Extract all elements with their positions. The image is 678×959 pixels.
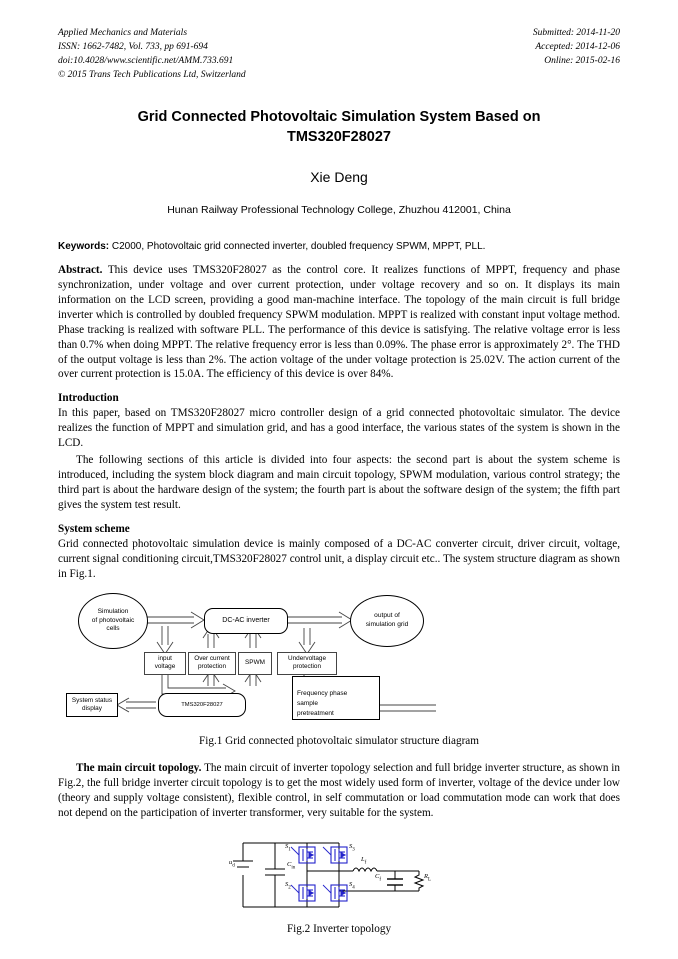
node-mcu-tms320f28027: TMS320F28027 xyxy=(158,692,246,717)
introduction-paragraph-2: The following sections of this article i… xyxy=(58,454,620,512)
label-input-capacitor: Cin xyxy=(287,860,296,871)
node-undervoltage-protection-label: Undervoltage protection xyxy=(287,655,326,671)
label-switch-s1: S1 xyxy=(285,842,291,853)
figure-2-inverter-topology: ud Cin S1 S3 S2 S4 Lf Cf RL xyxy=(229,831,449,917)
label-source-voltage: ud xyxy=(229,858,235,869)
node-dc-ac-inverter: DC-AC inverter xyxy=(204,607,288,634)
journal-header-right: Submitted: 2014-11-20 Accepted: 2014-12-… xyxy=(533,26,620,68)
node-spwm-label: SPWM xyxy=(245,659,265,667)
date-accepted: Accepted: 2014-12-06 xyxy=(535,42,620,53)
figure-1-caption: Fig.1 Grid connected photovoltaic simula… xyxy=(199,734,479,747)
introduction-paragraph-1: In this paper, based on TMS320F28027 mic… xyxy=(58,407,620,450)
main-topology-runin-heading: The main circuit topology. xyxy=(76,761,202,774)
label-switch-s3: S3 xyxy=(349,842,355,853)
label-filter-capacitor: Cf xyxy=(375,872,382,883)
keywords-line: Keywords: C2000, Photovoltaic grid conne… xyxy=(58,240,620,254)
node-over-current-protection-label: Over current protection xyxy=(194,655,230,671)
journal-header: Applied Mechanics and Materials ISSN: 16… xyxy=(58,26,620,82)
node-grid-output-label: output of simulation grid xyxy=(365,612,409,628)
node-input-voltage-label: input voltage xyxy=(154,655,176,671)
label-switch-s4: S4 xyxy=(349,880,355,891)
node-frequency-phase-sample: Frequency phase sample pretreatment xyxy=(292,675,380,720)
title-line-1: Grid Connected Photovoltaic Simulation S… xyxy=(137,109,541,126)
node-dc-ac-inverter-label: DC-AC inverter xyxy=(222,617,270,625)
date-submitted: Submitted: 2014-11-20 xyxy=(532,28,620,38)
journal-copyright: © 2015 Trans Tech Publications Ltd, Swit… xyxy=(58,70,246,81)
journal-issn: ISSN: 1662-7482, Vol. 733, pp 691-694 xyxy=(58,42,208,53)
journal-name: Applied Mechanics and Materials xyxy=(58,28,188,38)
node-over-current-protection: Over current protection xyxy=(188,651,236,675)
section-heading-introduction: Introduction xyxy=(58,392,119,405)
keywords-text: C2000, Photovoltaic grid connected inver… xyxy=(109,241,486,253)
journal-header-left: Applied Mechanics and Materials ISSN: 16… xyxy=(58,26,246,82)
label-switch-s2: S2 xyxy=(285,880,291,891)
system-scheme-paragraph-1: Grid connected photovoltaic simulation d… xyxy=(58,538,620,581)
author-name: Xie Deng xyxy=(310,169,368,186)
mosfet-symbols xyxy=(290,846,348,902)
main-topology-paragraph: The main circuit topology. The main circ… xyxy=(58,761,620,821)
label-load-resistor: RL xyxy=(424,872,432,883)
figure-2-circuit xyxy=(233,842,425,908)
abstract-paragraph: Abstract. This device uses TMS320F28027 … xyxy=(58,263,620,383)
title-line-2: TMS320F28027 xyxy=(287,128,391,145)
node-grid-output: output of simulation grid xyxy=(350,594,424,647)
section-heading-system-scheme: System scheme xyxy=(58,523,130,536)
node-system-status-display: System status display xyxy=(66,692,118,717)
date-online: Online: 2015-02-16 xyxy=(544,56,620,67)
label-filter-inductor: Lf xyxy=(361,855,367,866)
node-frequency-phase-sample-label: Frequency phase sample pretreatment xyxy=(297,690,348,718)
node-pv-simulation-source-label: Simulation of photovoltaic cells xyxy=(91,608,135,633)
author-affiliation: Hunan Railway Professional Technology Co… xyxy=(167,204,511,217)
figure-1-block-diagram: Simulation of photovoltaic cells DC-AC i… xyxy=(58,590,620,725)
keywords-label: Keywords: xyxy=(58,241,110,253)
node-undervoltage-protection: Undervoltage protection xyxy=(277,651,337,675)
abstract-label: Abstract. xyxy=(58,263,103,276)
journal-doi: doi:10.4028/www.scientific.net/AMM.733.6… xyxy=(58,56,234,67)
node-mcu-tms320f28027-label: TMS320F28027 xyxy=(181,701,223,708)
main-topology-text: The main circuit of inverter topology se… xyxy=(58,761,620,819)
node-pv-simulation-source: Simulation of photovoltaic cells xyxy=(78,592,148,649)
node-spwm: SPWM xyxy=(238,651,272,675)
abstract-text: This device uses TMS320F28027 as the con… xyxy=(58,263,620,381)
figure-2-caption: Fig.2 Inverter topology xyxy=(286,922,392,935)
page-title: Grid Connected Photovoltaic Simulation S… xyxy=(58,108,620,147)
node-system-status-display-label: System status display xyxy=(71,696,113,712)
node-input-voltage: input voltage xyxy=(144,651,186,675)
